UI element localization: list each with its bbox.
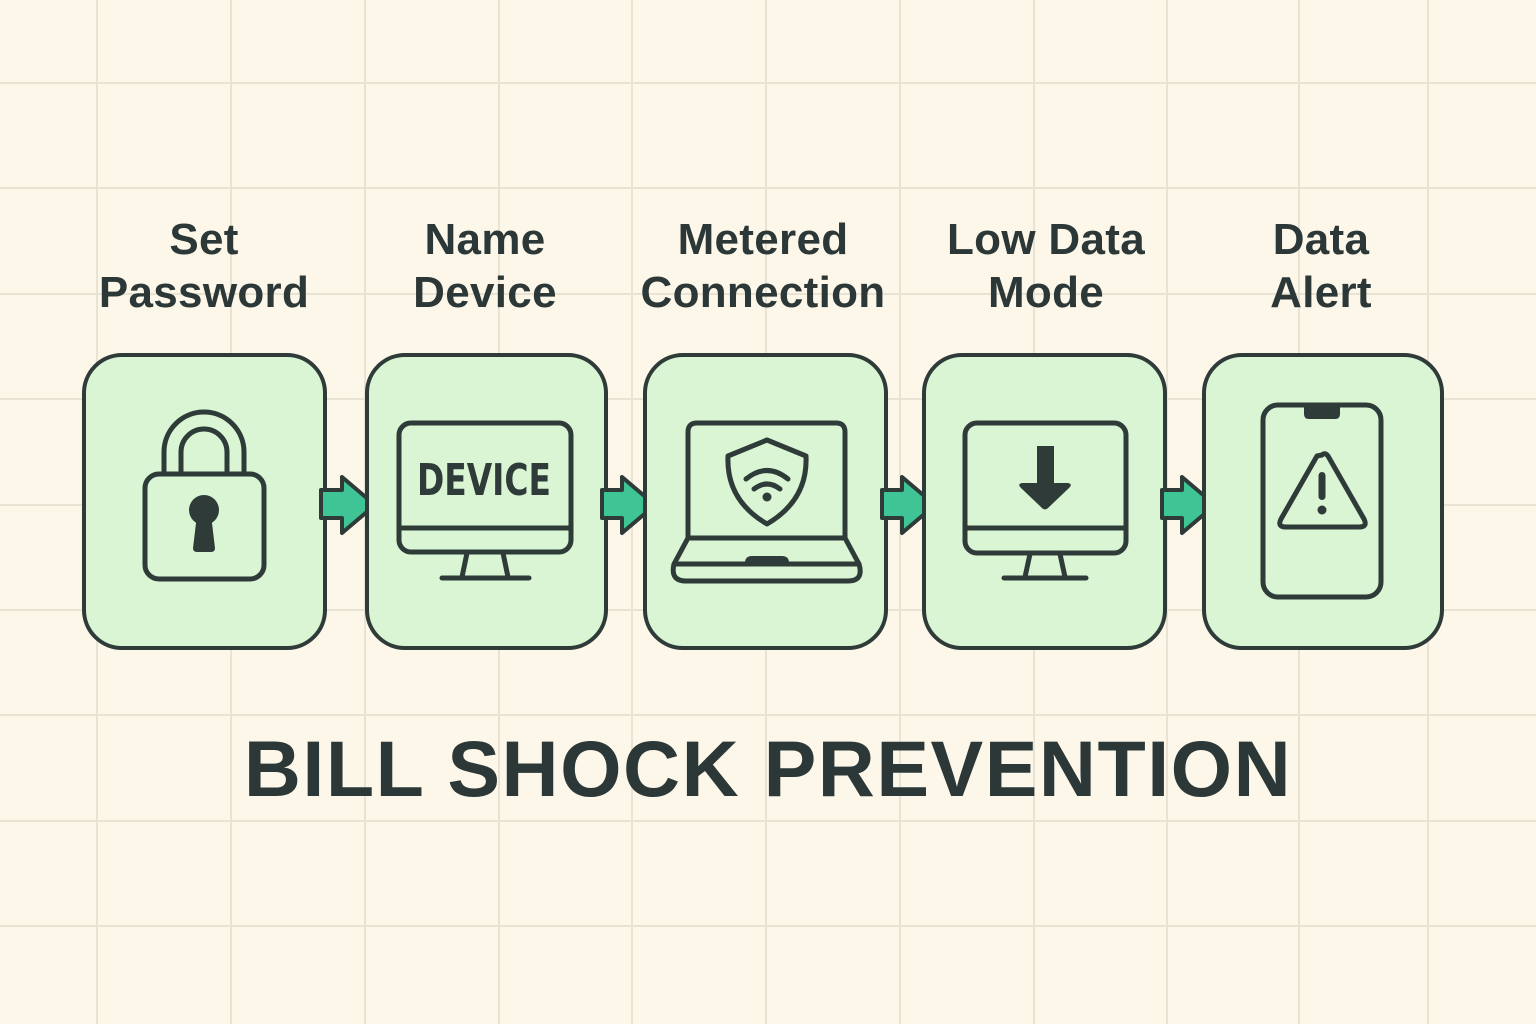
step-4-label-line1: Low Data: [947, 215, 1145, 264]
step-2-label-line2: Device: [413, 268, 557, 317]
step-1-label-line1: Set: [169, 215, 239, 264]
step-3-label-line1: Metered: [677, 215, 849, 264]
step-5-label-line2: Alert: [1270, 268, 1372, 317]
step-5-label-line1: Data: [1272, 215, 1370, 264]
step-3-card: [643, 353, 888, 650]
step-4-card: [922, 353, 1167, 650]
step-4-label-line2: Mode: [987, 268, 1105, 317]
step-5-card: [1202, 353, 1444, 650]
monitor-download-icon: [962, 420, 1128, 580]
padlock-icon: [142, 409, 266, 581]
arrow-right-icon: [600, 475, 657, 535]
laptop-shield-wifi-icon: [670, 420, 863, 583]
step-1-label: Set Password: [44, 213, 364, 319]
step-2-label-line1: Name: [424, 215, 546, 264]
arrow-right-icon: [880, 475, 937, 535]
step-3-label-line2: Connection: [640, 268, 886, 317]
step-5-label: Data Alert: [1161, 213, 1481, 319]
step-4-label: Low Data Mode: [886, 213, 1206, 319]
device-screen-text: DEVICE: [417, 455, 551, 506]
step-1-label-line2: Password: [98, 268, 310, 317]
arrow-right-icon: [1160, 475, 1217, 535]
arrow-right-icon: [319, 475, 377, 535]
step-2-card: DEVICE: [365, 353, 608, 650]
step-1-card: [82, 353, 327, 650]
monitor-icon: DEVICE: [396, 420, 573, 580]
phone-warning-icon: [1260, 402, 1383, 599]
step-3-label: Metered Connection: [603, 213, 923, 319]
step-2-label: Name Device: [325, 213, 645, 319]
diagram-title: BILL SHOCK PREVENTION: [243, 724, 1293, 813]
